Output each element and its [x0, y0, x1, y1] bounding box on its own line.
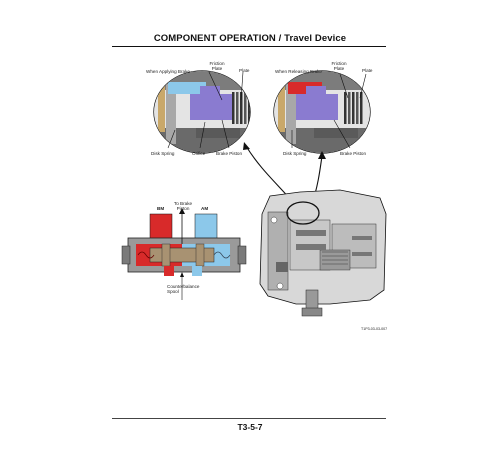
label-disk-spring-left: Disk Spring	[151, 151, 175, 156]
figure-code: T1P3-03-03-007	[361, 327, 388, 331]
page-title: COMPONENT OPERATION / Travel Device	[153, 33, 347, 44]
footer-rule	[112, 418, 386, 419]
label-orifice: Orifice	[192, 151, 206, 156]
label-plate-left: Plate	[239, 68, 250, 73]
header-rule	[112, 46, 386, 47]
label-plate-right: Plate	[362, 68, 373, 73]
label-disk-spring-right: Disk Spring	[283, 151, 307, 156]
label-counterbalance-spool: Counterbalance Spool	[167, 284, 200, 294]
page-number: T3-5-7	[237, 422, 263, 432]
counterbalance-valve-diagram	[121, 208, 247, 300]
label-friction-plate-left: Friction Plate	[209, 61, 225, 71]
label-to-brake-piston: To Brake Piston	[173, 201, 193, 211]
label-brake-piston-left: Brake Piston	[216, 151, 243, 156]
travel-device-cross-section	[259, 189, 387, 317]
label-when-releasing-brake: When Releasing Brake	[275, 69, 322, 74]
label-friction-plate-right: Friction Plate	[331, 61, 347, 71]
label-brake-piston-right: Brake Piston	[340, 151, 367, 156]
label-am-port: AM	[201, 206, 209, 211]
releasing-brake-detail	[273, 70, 371, 154]
applying-brake-detail	[153, 70, 251, 154]
label-when-applying-brake: When Applying Brake	[146, 69, 190, 74]
label-bm-port: BM	[157, 206, 165, 211]
